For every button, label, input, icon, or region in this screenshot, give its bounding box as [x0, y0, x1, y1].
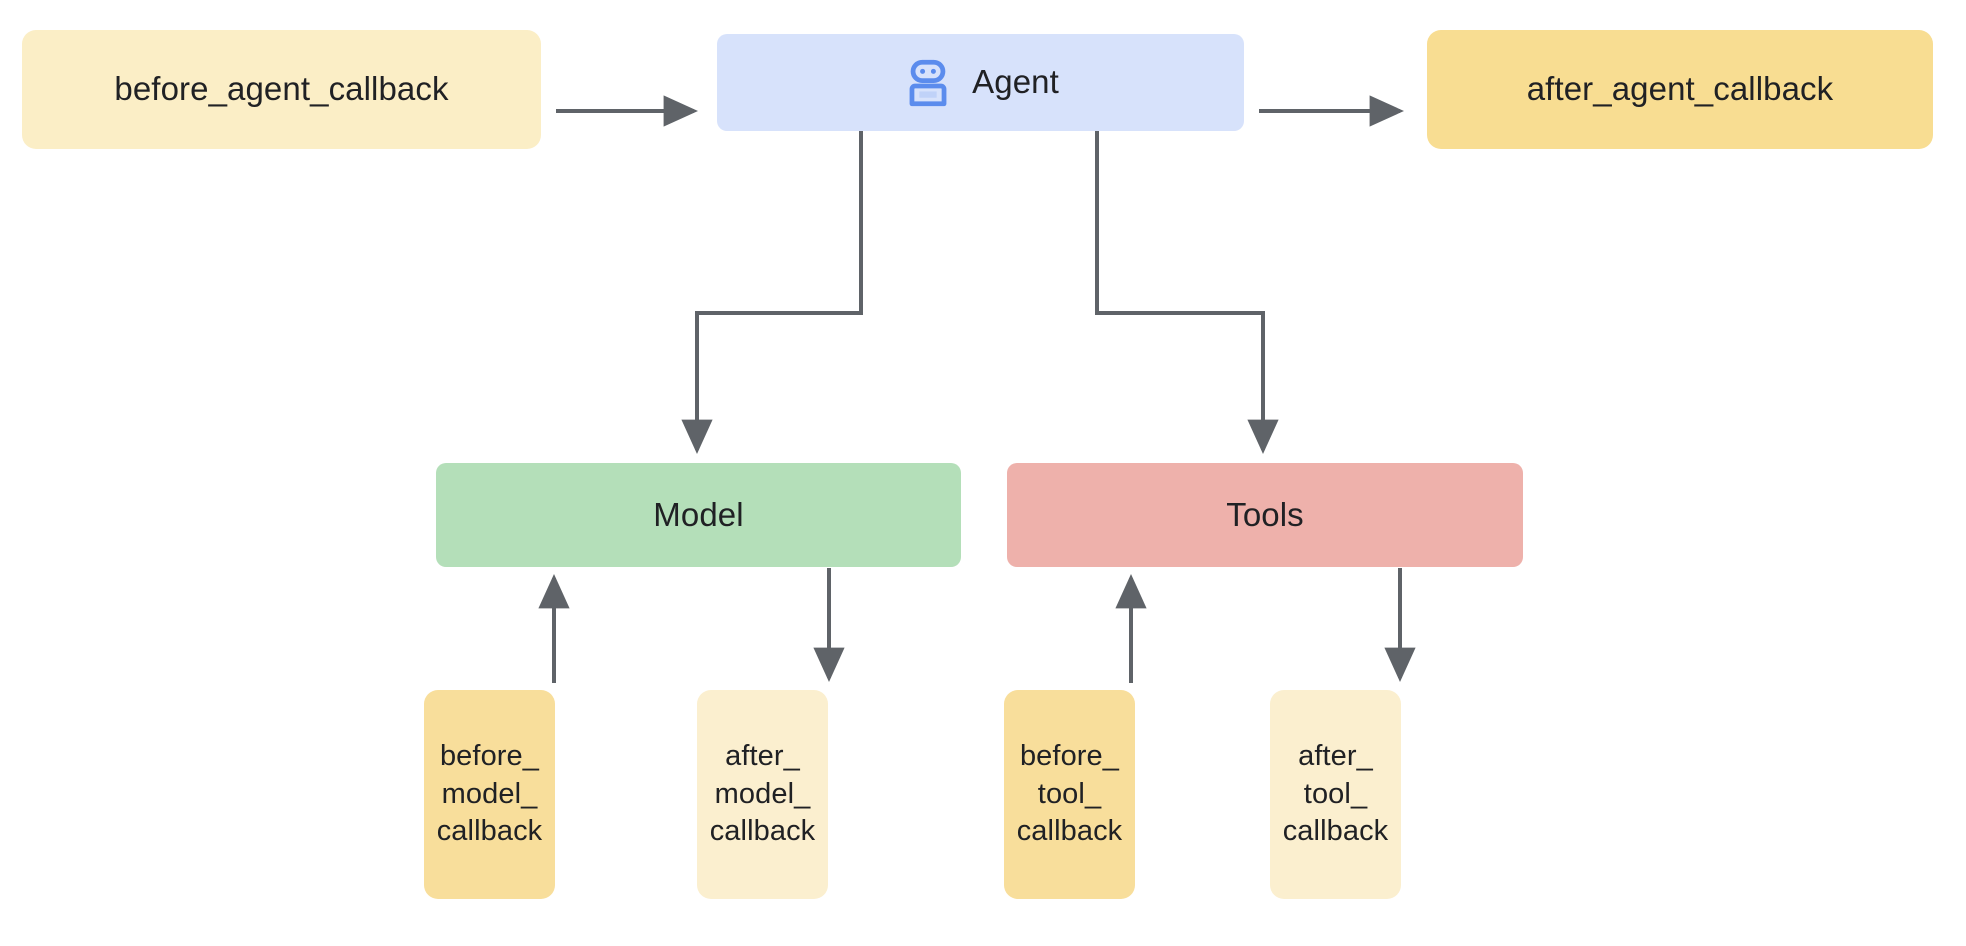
edge-agent-to-model: [681, 131, 863, 455]
node-agent-label: Agent: [972, 63, 1059, 101]
node-before-agent-callback-label: before_agent_callback: [114, 70, 449, 108]
node-before-model-callback-label: before_ model_ callback: [436, 740, 543, 848]
edge-agent-to-tools: [1095, 131, 1279, 455]
node-before-model-callback[interactable]: before_ model_ callback: [424, 690, 555, 899]
node-model[interactable]: Model: [436, 463, 961, 567]
node-tools[interactable]: Tools: [1007, 463, 1523, 567]
node-after-tool-callback-label: after_ tool_ callback: [1282, 740, 1389, 848]
node-agent[interactable]: Agent: [717, 34, 1244, 131]
node-after-tool-callback[interactable]: after_ tool_ callback: [1270, 690, 1401, 899]
node-after-agent-callback[interactable]: after_agent_callback: [1427, 30, 1933, 149]
robot-icon: [909, 59, 947, 106]
node-after-model-callback[interactable]: after_ model_ callback: [697, 690, 828, 899]
node-before-tool-callback[interactable]: before_ tool_ callback: [1004, 690, 1135, 899]
agent-content: Agent: [902, 57, 1059, 109]
node-before-agent-callback[interactable]: before_agent_callback: [22, 30, 541, 149]
node-after-model-callback-label: after_ model_ callback: [709, 740, 816, 848]
node-model-label: Model: [653, 495, 744, 533]
node-after-agent-callback-label: after_agent_callback: [1526, 70, 1834, 108]
node-before-tool-callback-label: before_ tool_ callback: [1016, 740, 1123, 848]
node-tools-label: Tools: [1226, 495, 1304, 533]
